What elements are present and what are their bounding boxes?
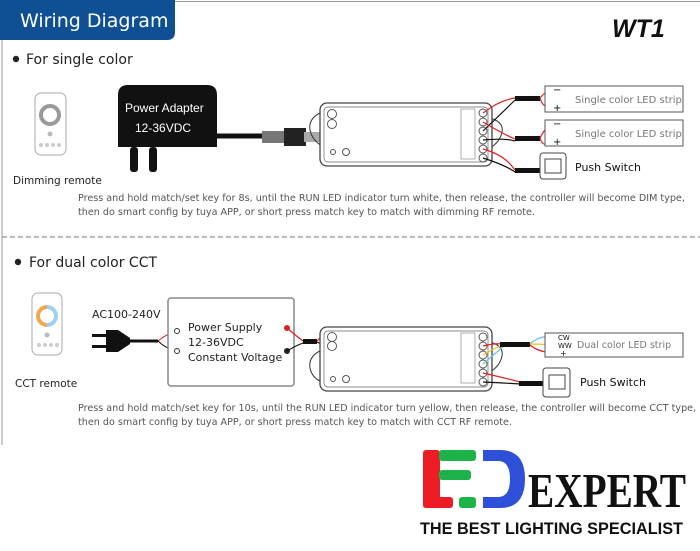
section-heading-single: For single color [26, 52, 133, 68]
psu-type: Constant Voltage [188, 351, 282, 364]
strip1-plus: + [553, 103, 561, 114]
instruction-cct-2: then do smart config by tuya APP, or sho… [78, 417, 512, 428]
push-switch-label-cct: Push Switch [580, 376, 646, 389]
instruction-cct-1: Press and hold match/set key for 10s, un… [78, 403, 696, 414]
led-strip-1 [544, 85, 684, 113]
controller-icon [309, 102, 503, 167]
logo-brand: EXPERT [528, 463, 686, 518]
push-switch-icon [542, 367, 571, 398]
push-switch-label: Push Switch [575, 161, 641, 174]
strip1-label: Single color LED strip [575, 95, 682, 106]
bullet-icon [14, 258, 22, 266]
dimming-remote-label: Dimming remote [13, 175, 102, 187]
logo-tagline: THE BEST LIGHTING SPECIALIST [420, 519, 684, 538]
instruction-single-2: then do smart config by tuya APP, or sho… [78, 207, 535, 218]
strip2-plus: + [553, 137, 561, 148]
strip1-minus: − [553, 85, 561, 96]
cct-remote-icon [31, 292, 63, 356]
bullet-icon [12, 55, 20, 63]
dimming-remote-icon [34, 92, 67, 156]
strip-cw-label: CW [558, 334, 570, 342]
strip-ww-label: WW [558, 342, 572, 350]
psu-input-terminal [174, 328, 180, 334]
ac-voltage-label: AC100-240V [92, 308, 161, 321]
psu-label: Power Supply [188, 321, 263, 334]
wires-cct [482, 336, 553, 386]
led-expert-logo: EXPERT THE BEST LIGHTING SPECIALIST [420, 450, 686, 538]
cct-remote-label: CCT remote [15, 378, 77, 390]
page-title: Wiring Diagram [20, 10, 168, 32]
model-label: WT1 [612, 15, 665, 43]
adapter-label: Power Adapter [125, 101, 204, 115]
power-supply-icon [167, 297, 295, 387]
ac-plug-icon [92, 330, 177, 352]
strip2-label: Single color LED strip [575, 129, 682, 140]
instruction-single-1: Press and hold match/set key for 8s, unt… [78, 193, 685, 204]
dual-strip-label: Dual color LED strip [577, 340, 671, 351]
strip2-minus: − [553, 119, 561, 130]
psu-voltage: 12-36VDC [188, 336, 244, 349]
led-strip-2 [544, 119, 684, 147]
header-banner [0, 0, 175, 40]
adapter-voltage: 12-36VDC [135, 121, 191, 135]
controller-icon [309, 326, 503, 392]
section-heading-cct: For dual color CCT [29, 255, 157, 271]
strip-plus-label: + [560, 349, 567, 358]
wires-single [482, 89, 551, 173]
dual-led-strip [544, 332, 684, 358]
psu-input-terminal [174, 348, 180, 354]
power-adapter-icon [118, 85, 320, 172]
push-switch-icon [539, 152, 567, 180]
